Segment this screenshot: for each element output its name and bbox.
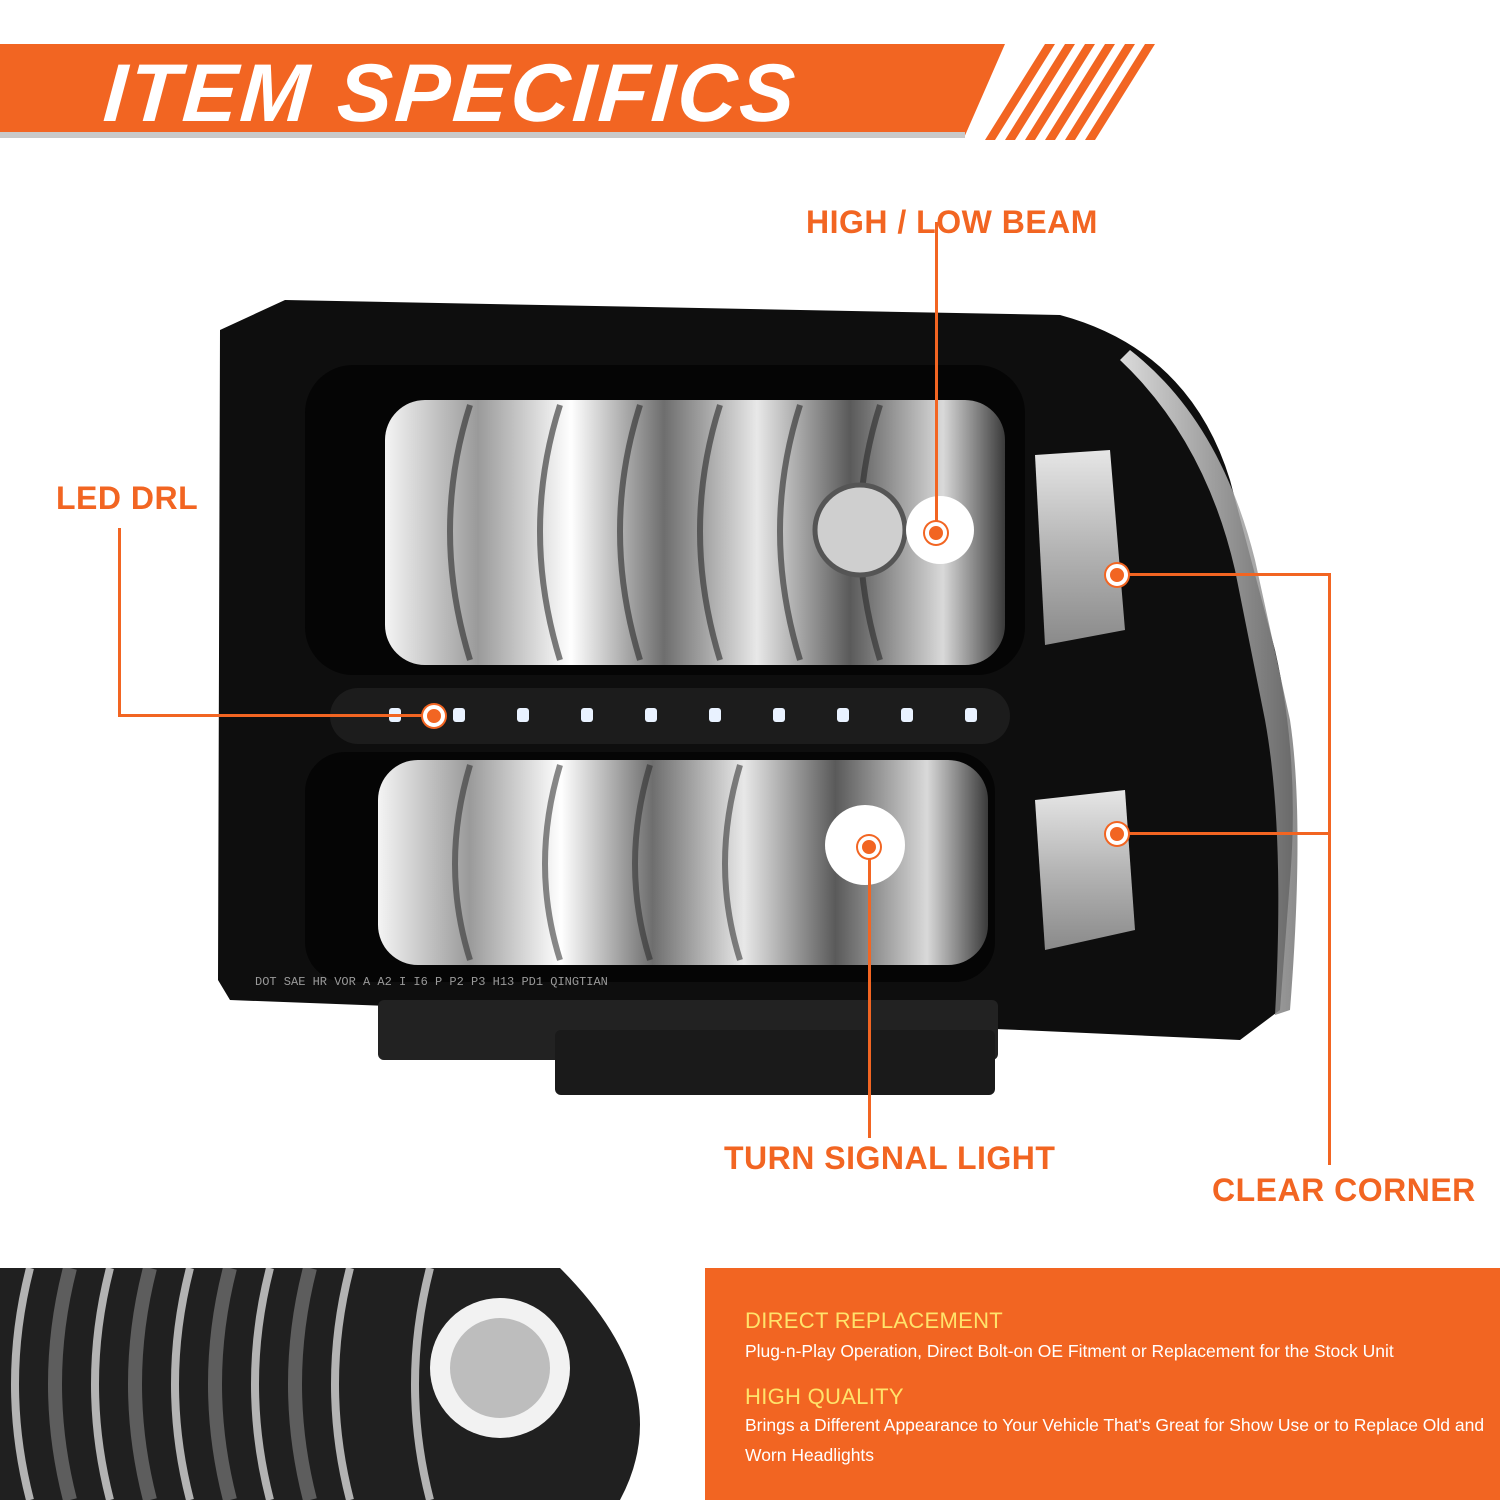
clear-corner-label: CLEAR CORNER — [1212, 1172, 1476, 1208]
turn-signal-reflector — [378, 760, 988, 965]
clear-corner-leader-top — [1118, 573, 1330, 576]
high-low-beam-leader — [935, 222, 938, 532]
features-panel — [705, 1268, 1500, 1500]
turn-signal-marker — [858, 836, 880, 858]
reflector-closeup-image — [0, 1268, 705, 1500]
led-chip — [837, 708, 849, 722]
title-banner-shadow — [0, 132, 965, 138]
led-drl-strip — [330, 688, 1010, 744]
turn-signal-leader — [868, 848, 871, 1138]
turn-signal-label: TURN SIGNAL LIGHT — [724, 1140, 1056, 1176]
led-drl-label: LED DRL — [56, 480, 199, 516]
clear-corner-leader-vertical — [1328, 573, 1331, 1165]
clear-corner-upper — [1035, 450, 1125, 645]
led-chip — [453, 708, 465, 722]
led-chip — [965, 708, 977, 722]
headlight-illustration: DOT SAE HR VOR A A2 I I6 P P2 P3 H13 PD1… — [218, 300, 1298, 1095]
feature-1-text: Plug-n-Play Operation, Direct Bolt-on OE… — [745, 1341, 1394, 1361]
mount-bracket-lower — [555, 1030, 995, 1095]
led-chip — [581, 708, 593, 722]
led-chip — [773, 708, 785, 722]
clear-corner-upper-marker — [1106, 564, 1128, 586]
led-drl-leader-horizontal — [118, 714, 430, 717]
clear-corner-leader-bottom — [1118, 832, 1330, 835]
headlight-side-edge — [1120, 350, 1298, 1015]
feature-2-text: Brings a Different Appearance to Your Ve… — [745, 1415, 1485, 1465]
led-chip — [901, 708, 913, 722]
led-chip — [645, 708, 657, 722]
led-chip — [709, 708, 721, 722]
high-low-beam-label: HIGH / LOW BEAM — [806, 204, 1098, 240]
led-drl-marker — [423, 705, 445, 727]
high-low-beam-reflector — [385, 400, 1005, 665]
high-low-beam-marker — [925, 522, 947, 544]
banner-stripes — [985, 44, 1155, 140]
feature-1-title: DIRECT REPLACEMENT — [745, 1308, 1004, 1333]
clear-corner-lower-marker — [1106, 823, 1128, 845]
led-chip — [517, 708, 529, 722]
led-drl-leader-vertical — [118, 528, 121, 716]
clear-corner-lower — [1035, 790, 1135, 950]
title-banner — [0, 44, 1005, 136]
feature-2-title: HIGH QUALITY — [745, 1384, 904, 1409]
lens-marking: DOT SAE HR VOR A A2 I I6 P P2 P3 H13 PD1… — [255, 975, 608, 989]
